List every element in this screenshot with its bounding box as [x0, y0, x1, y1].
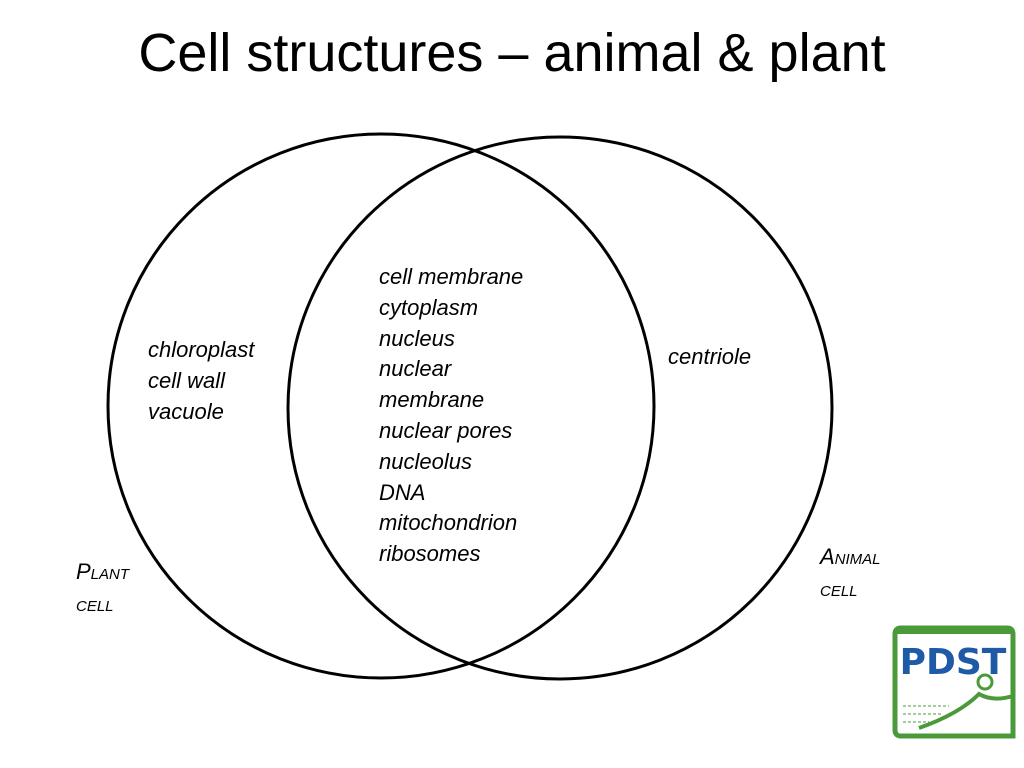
list-item: nucleolus [379, 448, 472, 474]
list-item: cell membrane [379, 264, 524, 289]
list-item: nuclear [379, 356, 452, 382]
animal-only-list: centriole [668, 342, 751, 373]
page-title: Cell structures – animal & plant [138, 23, 886, 83]
list-item: membrane [379, 387, 485, 413]
shared-structures-list: cell membrane cytoplasm nucleus nuclear … [379, 262, 523, 570]
animal-cell-circle [286, 135, 834, 681]
list-item: DNA [379, 479, 426, 505]
list-item: centriole [668, 344, 752, 369]
animal-cell-label-line1: Animal [820, 544, 881, 569]
pdst-logo: PDST [892, 625, 1016, 739]
plant-cell-label: Plant cell [76, 556, 129, 620]
animal-cell-label-line2: cell [820, 576, 858, 601]
plant-cell-label-line2: cell [76, 591, 114, 616]
plant-cell-label-line1: Plant [76, 559, 130, 584]
list-item: nucleus [379, 325, 455, 351]
plant-cell-circle [106, 132, 656, 680]
list-item: nuclear pores [379, 417, 513, 443]
list-item: mitochondrion [379, 510, 518, 536]
list-item: ribosomes [379, 541, 481, 567]
animal-cell-label: Animal cell [820, 541, 881, 605]
plant-only-list: chloroplast cell wall vacuole [148, 335, 254, 427]
list-item: cytoplasm [379, 294, 479, 320]
list-item: cell wall [148, 367, 226, 393]
list-item: vacuole [148, 398, 224, 424]
list-item: chloroplast [148, 337, 255, 362]
